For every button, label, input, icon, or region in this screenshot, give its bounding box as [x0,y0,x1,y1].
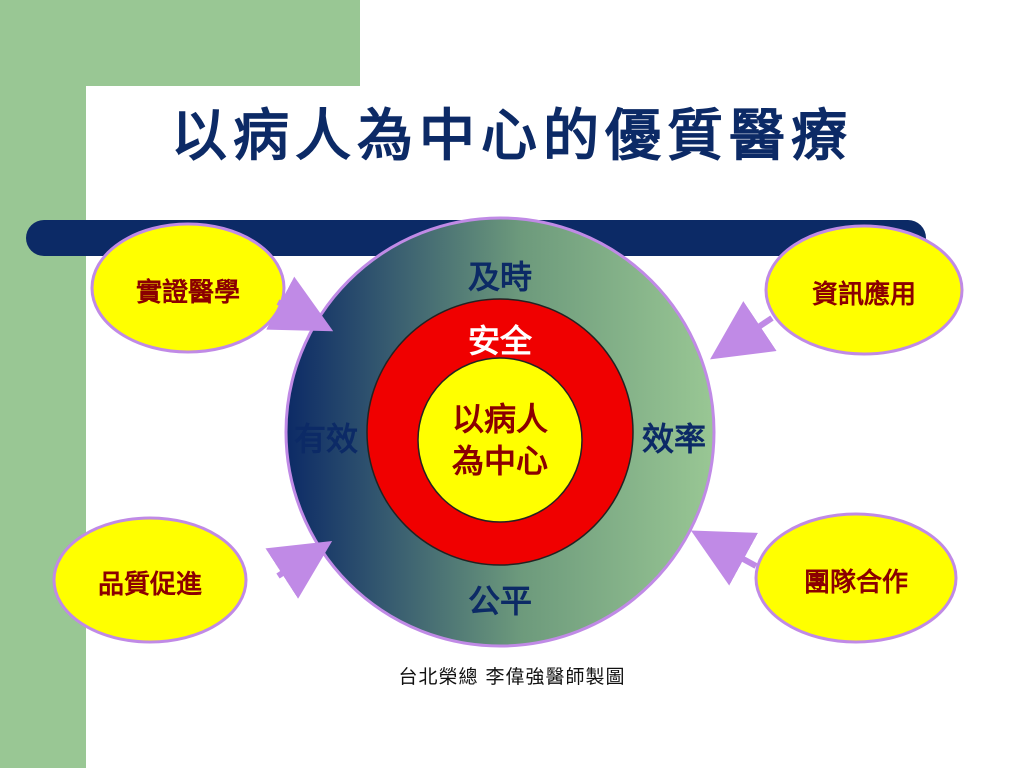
outer-ring-label-top: 及時 [467,258,532,296]
outer-ring-label-bottom: 公平 [467,582,532,620]
support-label-bottom-right: 團隊合作 [803,568,908,598]
support-ellipse-bottom-left [52,516,248,644]
support-label-bottom-left: 品質促進 [97,570,202,600]
outer-ring-label-left: 有效 [293,420,358,458]
inner-ring-label: 安全 [467,322,532,360]
outer-ring-label-right: 效率 [641,420,706,458]
support-ellipse-top-right [764,224,964,356]
arrow-top-left [266,276,334,332]
support-label-top-right: 資訊應用 [811,280,916,310]
background-green-band-left [0,0,86,768]
slide-title: 以病人為中心的優質醫療 [171,103,853,169]
center-label-line-2: 為中心 [451,442,548,480]
center-circle [417,357,583,523]
support-label-top-left: 實證醫學 [135,278,240,308]
arrow-bottom-right [690,530,758,586]
arrow-bottom-left [265,540,333,599]
center-label-line-1: 以病人 [451,400,548,438]
arrow-top-right [710,301,777,360]
slide-credit: 台北榮總 李偉強醫師製圖 [398,666,626,688]
